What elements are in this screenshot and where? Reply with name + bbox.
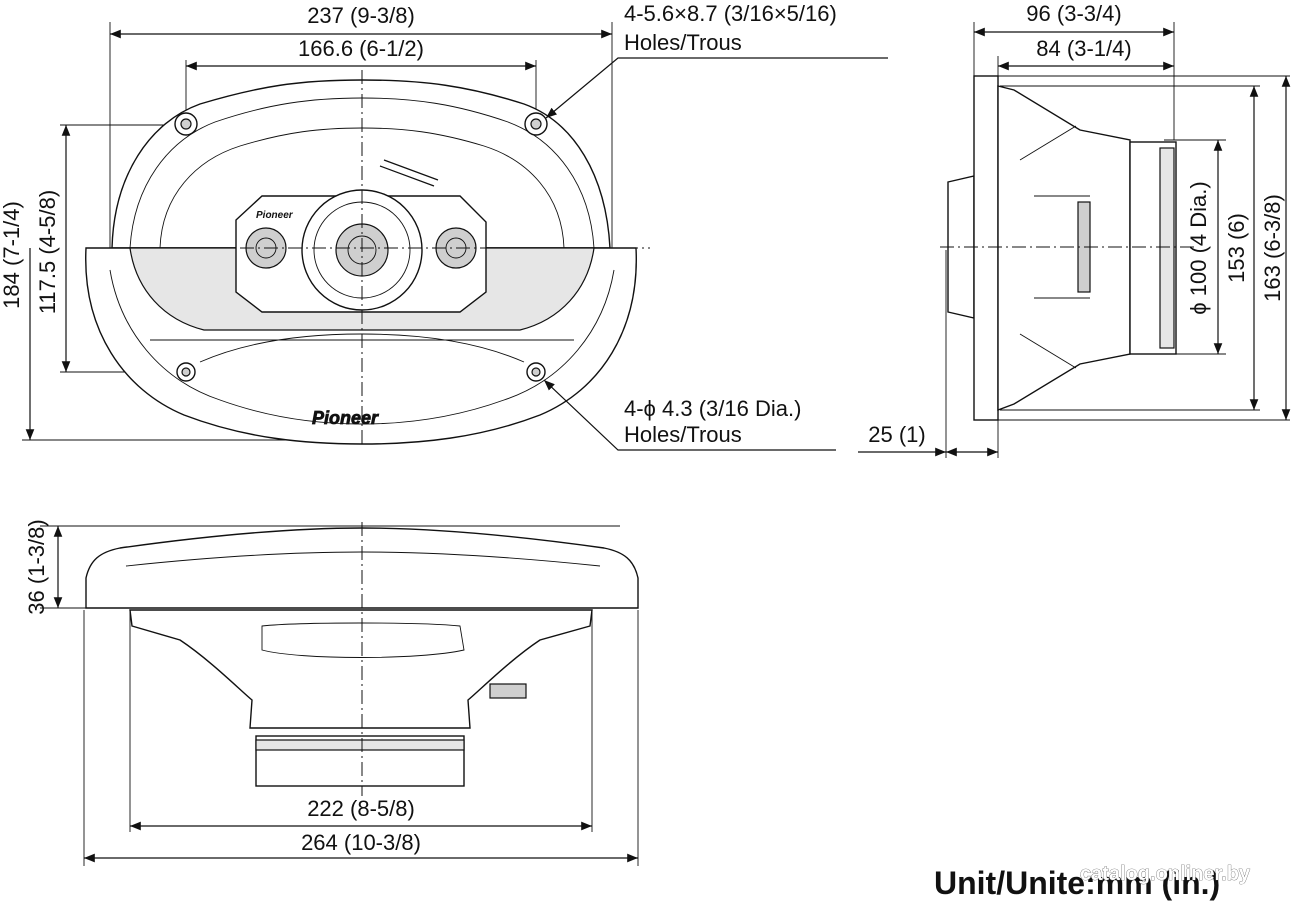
dim-overall-width: 237 (9-3/8) — [307, 3, 415, 28]
dim-basket-height: 153 (6) — [1224, 213, 1249, 283]
unit-label: Unit/Unite:mm (in.) — [934, 865, 1220, 901]
dim-top-height: 36 (1-3/8) — [24, 519, 49, 614]
dim-basket-width: 222 (8-5/8) — [307, 796, 415, 821]
upper-holes-note-2: Holes/Trous — [624, 30, 742, 55]
dim-hole-spacing: 166.6 (6-1/2) — [298, 36, 424, 61]
coaxial-driver — [235, 159, 487, 313]
dim-front-height: 184 (7-1/4) — [0, 201, 24, 309]
watermark: catalog.onliner.by — [1080, 863, 1251, 885]
front-view: Pioneer Pioneer 237 (9-3/8) 166.6 (6-1/2… — [0, 1, 888, 451]
dim-magnet-diameter: ϕ 100 (4 Dia.) — [1186, 181, 1211, 314]
bottom-view: 36 (1-3/8) 222 (8-5/8) 264 (10-3/8) — [24, 519, 639, 866]
side-basket — [997, 85, 1131, 412]
upper-holes-note-1: 4-5.6×8.7 (3/16×5/16) — [624, 1, 837, 26]
side-flange — [973, 75, 999, 421]
lower-holes-note-2: Holes/Trous — [624, 422, 742, 447]
dim-side-overall-height: 163 (6-3/8) — [1260, 194, 1285, 302]
upper-left-hole — [174, 112, 198, 136]
bottom-basket — [129, 609, 593, 729]
dim-mount-depth: 84 (3-1/4) — [1036, 36, 1131, 61]
dim-front-depth: 25 (1) — [868, 422, 925, 447]
side-view: 96 (3-3/4) 84 (3-1/4) 25 (1) ϕ 100 (4 Di… — [858, 1, 1291, 458]
lower-right-hole — [526, 362, 546, 382]
lower-left-hole — [176, 362, 196, 382]
brand-logo-large: Pioneer — [312, 408, 379, 428]
lower-holes-note-1: 4-ϕ 4.3 (3/16 Dia.) — [624, 396, 801, 421]
dim-total-depth: 96 (3-3/4) — [1026, 1, 1121, 26]
brand-logo-small: Pioneer — [256, 210, 294, 221]
dim-bottom-overall-width: 264 (10-3/8) — [301, 830, 421, 855]
dim-hole-vertical: 117.5 (4-5/8) — [35, 190, 60, 314]
upper-right-hole — [524, 112, 548, 136]
